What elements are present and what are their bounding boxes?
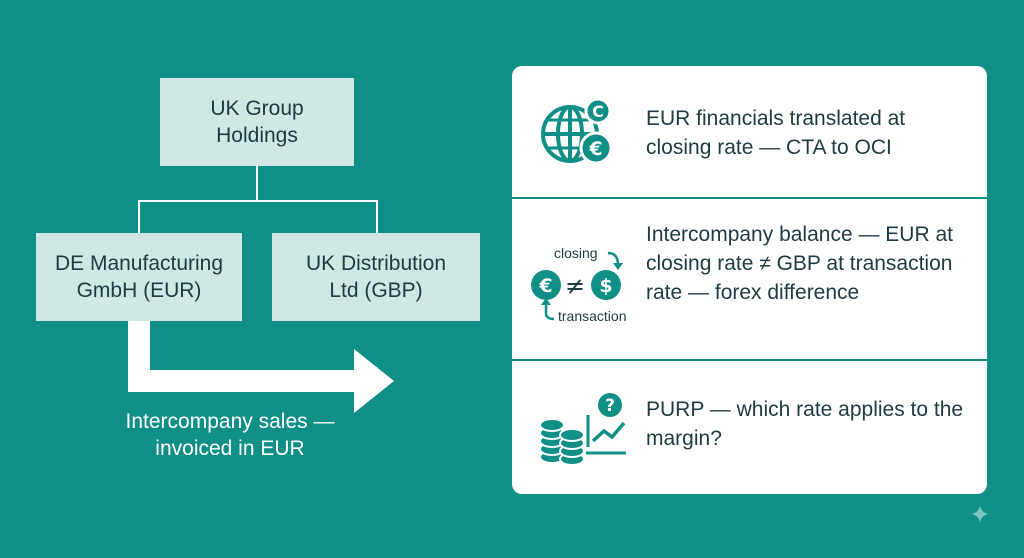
sparkle-icon xyxy=(971,505,989,523)
issue-divider xyxy=(512,197,987,199)
de-subsidiary-label: DE Manufacturing GmbH (EUR) xyxy=(54,252,224,302)
transaction-rate-label: transaction xyxy=(558,308,627,324)
issues-panel: C € EUR financials translated at closing… xyxy=(512,66,987,494)
connector-horizontal xyxy=(138,200,378,202)
svg-text:?: ? xyxy=(605,396,615,416)
closing-rate-label: closing xyxy=(554,245,598,261)
connector-vertical xyxy=(256,166,258,201)
issue-divider xyxy=(512,359,987,361)
issue-row-intercompany-balance: € ≠ $ closing transaction Intercompany b… xyxy=(512,199,987,359)
svg-text:≠: ≠ xyxy=(565,272,585,300)
svg-text:€: € xyxy=(538,275,552,297)
issue-row-translation: C € EUR financials translated at closing… xyxy=(512,66,987,198)
exchange-rate-icon: € ≠ $ xyxy=(531,251,623,321)
uk-subsidiary-box: UK Distribution Ltd (GBP) xyxy=(272,233,480,321)
globe-currency-icon: C € xyxy=(541,98,613,165)
issue-text-purp: PURP — which rate applies to the margin? xyxy=(646,398,964,450)
issue-row-purp: ? PURP — which rate applies to the margi… xyxy=(512,361,987,494)
uk-subsidiary-label: UK Distribution Ltd (GBP) xyxy=(305,252,447,302)
parent-company-box: UK Group Holdings xyxy=(160,78,354,166)
de-subsidiary-box: DE Manufacturing GmbH (EUR) xyxy=(36,233,242,321)
svg-text:€: € xyxy=(588,138,602,160)
svg-text:C: C xyxy=(592,102,604,121)
coins-question-icon: ? xyxy=(539,393,626,466)
issue-text-translation: EUR financials translated at closing rat… xyxy=(646,107,906,159)
svg-text:$: $ xyxy=(599,275,612,297)
parent-company-label: UK Group Holdings xyxy=(210,97,304,147)
issue-text-intercompany-balance: Intercompany balance — EUR at closing ra… xyxy=(646,223,953,304)
sales-flow-label: Intercompany sales — invoiced in EUR xyxy=(125,410,335,460)
connector-left-drop xyxy=(138,200,140,233)
connector-right-drop xyxy=(376,200,378,233)
